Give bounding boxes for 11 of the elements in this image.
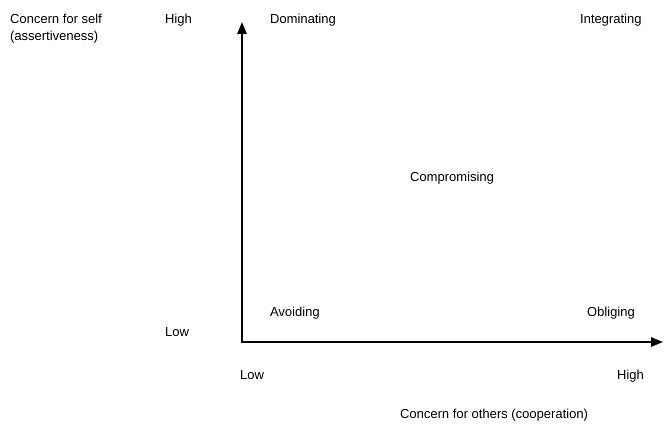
quadrant-label: Integrating [580, 10, 642, 27]
axis-label: Low [240, 366, 264, 383]
quadrant-label: Dominating [270, 10, 336, 27]
axis-title: Concern for self (assertiveness) [10, 10, 103, 44]
axis-label: Low [165, 323, 189, 340]
quadrant-label: Compromising [410, 168, 494, 185]
axis-title: Concern for others (cooperation) [400, 405, 588, 422]
quadrant-label: Obliging [587, 303, 635, 320]
axis-label: High [617, 366, 644, 383]
quadrant-label: Avoiding [270, 303, 320, 320]
axis-label: High [165, 10, 192, 27]
